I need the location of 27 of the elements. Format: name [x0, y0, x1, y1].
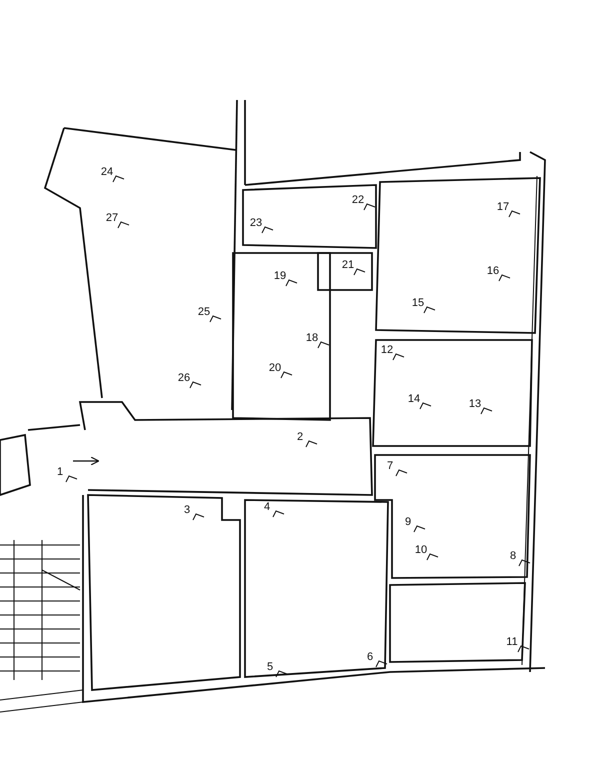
callout-number: 12: [380, 344, 394, 356]
callout-number: 19: [274, 270, 286, 282]
callout-number: 3: [184, 504, 190, 516]
callout-number: 27: [106, 212, 118, 224]
callout-number: 7: [386, 460, 394, 472]
callout-number: 14: [408, 393, 420, 405]
callout-number: 18: [306, 332, 318, 344]
callout-number: 17: [496, 201, 510, 213]
callout-number: 1: [56, 466, 64, 478]
callout-number: 21: [342, 259, 354, 271]
callout-number: 4: [264, 501, 270, 513]
callout-number: 10: [414, 544, 428, 556]
callout-number: 13: [468, 398, 482, 410]
callout-number: 26: [178, 372, 190, 384]
callout-number: 25: [198, 306, 210, 318]
callout-number: 2: [296, 431, 304, 443]
callout-number: 22: [352, 194, 364, 206]
callout-number: 8: [510, 550, 516, 562]
callout-number: 6: [366, 651, 374, 663]
callout-number: 24: [100, 166, 114, 178]
callout-number: 15: [412, 297, 424, 309]
callout-number: 23: [250, 217, 262, 229]
callout-number: 9: [404, 516, 412, 528]
callout-number: 16: [486, 265, 500, 277]
callout-number: 20: [268, 362, 282, 374]
callout-number: 5: [266, 661, 274, 673]
callout-number: 11: [506, 636, 518, 648]
